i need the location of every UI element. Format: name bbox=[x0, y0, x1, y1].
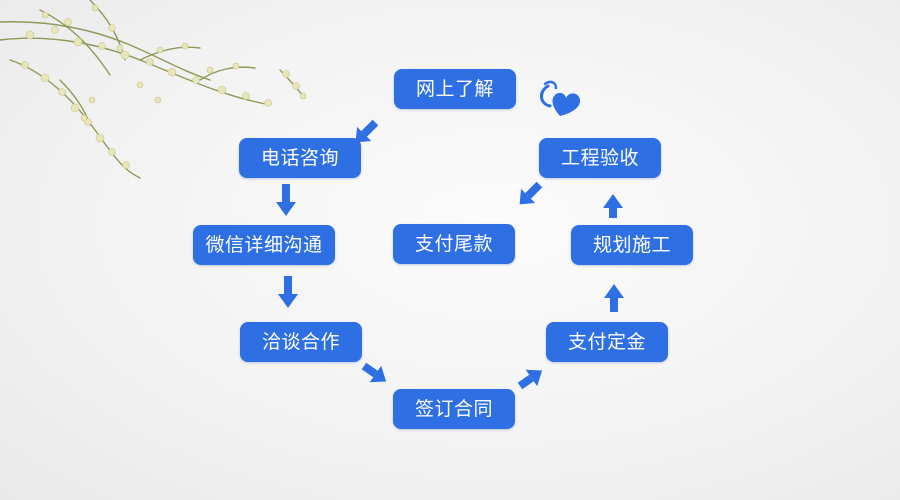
step-phone-consultation: 电话咨询 bbox=[239, 138, 361, 178]
step-project-acceptance: 工程验收 bbox=[539, 138, 661, 178]
step-label: 支付尾款 bbox=[414, 233, 493, 255]
dried-flower-branch-icon bbox=[0, 0, 307, 179]
step-pay-deposit: 支付定金 bbox=[546, 322, 668, 362]
step-label: 网上了解 bbox=[415, 78, 494, 100]
arrow-2-to-3 bbox=[276, 184, 296, 216]
step-label: 电话咨询 bbox=[260, 147, 339, 169]
step-label: 规划施工 bbox=[592, 234, 671, 256]
arrow-4-to-5 bbox=[361, 362, 387, 383]
arrow-8-to-9 bbox=[519, 181, 543, 205]
step-label: 支付定金 bbox=[567, 331, 646, 353]
step-online-research: 网上了解 bbox=[394, 69, 516, 109]
step-final-payment: 支付尾款 bbox=[393, 224, 515, 264]
step-plan-construction: 规划施工 bbox=[571, 225, 693, 265]
arrow-3-to-4 bbox=[278, 276, 298, 308]
arrow-1-to-2 bbox=[355, 119, 379, 143]
step-sign-contract: 签订合同 bbox=[393, 389, 515, 429]
step-negotiation: 洽谈合作 bbox=[240, 322, 362, 362]
step-label: 洽谈合作 bbox=[261, 331, 340, 353]
arrow-5-to-6 bbox=[517, 369, 543, 390]
step-label: 工程验收 bbox=[560, 147, 639, 169]
step-label: 微信详细沟通 bbox=[205, 234, 323, 256]
step-label: 签订合同 bbox=[414, 398, 493, 420]
step-wechat-communication: 微信详细沟通 bbox=[193, 225, 335, 265]
arrow-6-to-7 bbox=[604, 284, 624, 312]
arrow-7-to-8 bbox=[603, 194, 623, 218]
